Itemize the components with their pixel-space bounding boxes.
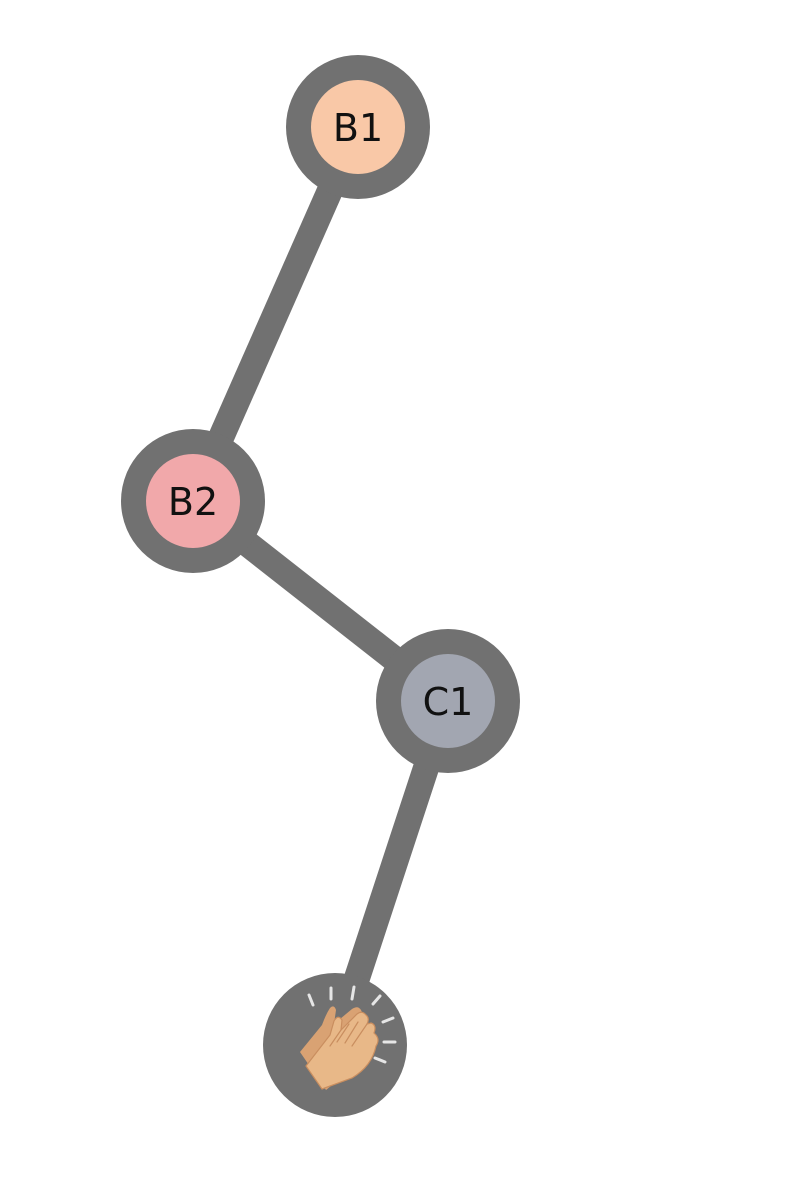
node-c1-fill — [401, 654, 495, 748]
node-c1[interactable]: C1 — [376, 629, 520, 773]
clapping-hands-icon — [300, 985, 397, 1090]
node-b1-label: B1 — [333, 106, 383, 150]
node-b1-fill — [311, 80, 405, 174]
node-end[interactable] — [263, 973, 407, 1117]
edges — [181, 121, 461, 1050]
node-b2-fill — [146, 454, 240, 548]
node-c1-label: C1 — [423, 680, 474, 724]
node-b2-label: B2 — [168, 480, 218, 524]
node-b1[interactable]: B1 — [286, 55, 430, 199]
node-b2[interactable]: B2 — [121, 429, 265, 573]
